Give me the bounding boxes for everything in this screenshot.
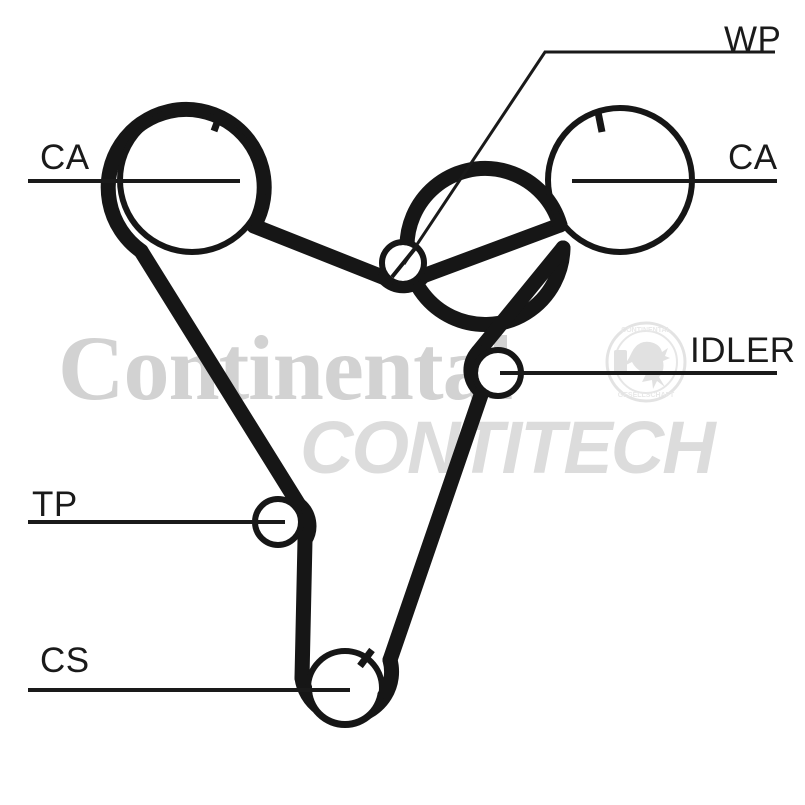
label-ca-left: CA xyxy=(40,138,90,177)
water-pump-pulley-rim xyxy=(379,239,427,287)
label-ca-right: CA xyxy=(728,138,778,177)
contitech-wordmark-watermark: CONTITECH xyxy=(300,406,716,489)
svg-text:CONTINENTAL: CONTINENTAL xyxy=(621,327,671,334)
leader-lines xyxy=(28,50,777,692)
leader-wp xyxy=(402,50,775,265)
idler-pulley-bore xyxy=(478,353,518,393)
camshaft-left-timing-mark xyxy=(210,110,225,133)
label-idler: IDLER xyxy=(690,331,796,370)
continental-wordmark-watermark: Continental xyxy=(58,317,513,419)
crankshaft-timing-mark xyxy=(357,647,375,669)
label-cs: CS xyxy=(40,641,90,680)
label-tp: TP xyxy=(32,485,78,524)
svg-text:GESELLSCHAFT: GESELLSCHAFT xyxy=(618,392,675,399)
label-wp: WP xyxy=(724,20,782,59)
timing-belt xyxy=(100,101,571,725)
horse-seal-logo-watermark: CONTINENTAL GESELLSCHAFT xyxy=(605,321,687,403)
camshaft-right-timing-mark xyxy=(594,111,606,133)
